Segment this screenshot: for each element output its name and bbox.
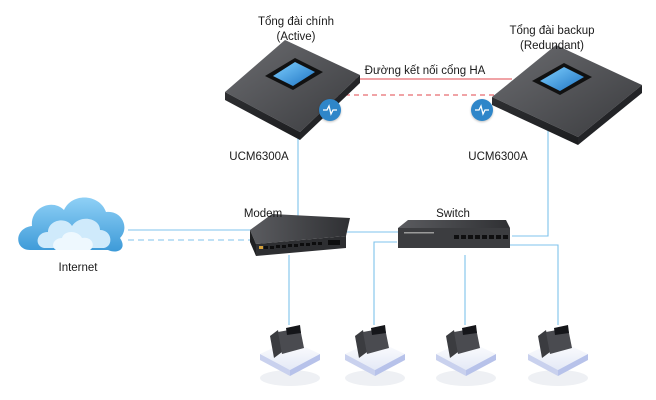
heartbeat-icon-backup: [471, 99, 493, 121]
switch-label: Switch: [436, 208, 470, 220]
internet-label: Internet: [58, 262, 98, 274]
modem-device: [250, 214, 350, 256]
primary-pbx-model: UCM6300A: [229, 151, 289, 163]
line-switch-to-phone-4: [510, 244, 559, 325]
heartbeat-icon-primary: [319, 99, 341, 121]
backup-pbx-model: UCM6300A: [468, 151, 528, 163]
ha-link-label: Đường kết nối cổng HA: [364, 65, 486, 77]
primary-pbx-label: Tổng đài chính (Active): [246, 15, 346, 45]
primary-pbx-device: [225, 40, 360, 140]
ip-phone-2-icon: [345, 325, 405, 386]
ip-phone-1-icon: [260, 325, 320, 386]
primary-pbx-subtitle: (Active): [276, 31, 316, 43]
ip-phone-4-icon: [528, 325, 588, 386]
backup-pbx-label: Tổng đài backup (Redundant): [497, 24, 607, 54]
line-backup-to-switch: [512, 125, 549, 237]
backup-pbx-device: [492, 45, 642, 145]
backup-pbx-subtitle: (Redundant): [520, 40, 584, 52]
modem-label: Modem: [243, 208, 283, 220]
internet-cloud-icon: [18, 197, 125, 252]
line-switch-to-phone-2: [373, 241, 397, 325]
ip-phone-3-icon: [436, 325, 496, 386]
primary-pbx-title: Tổng đài chính: [257, 16, 335, 28]
switch-device: [398, 220, 510, 248]
backup-pbx-title: Tổng đài backup: [509, 25, 595, 37]
